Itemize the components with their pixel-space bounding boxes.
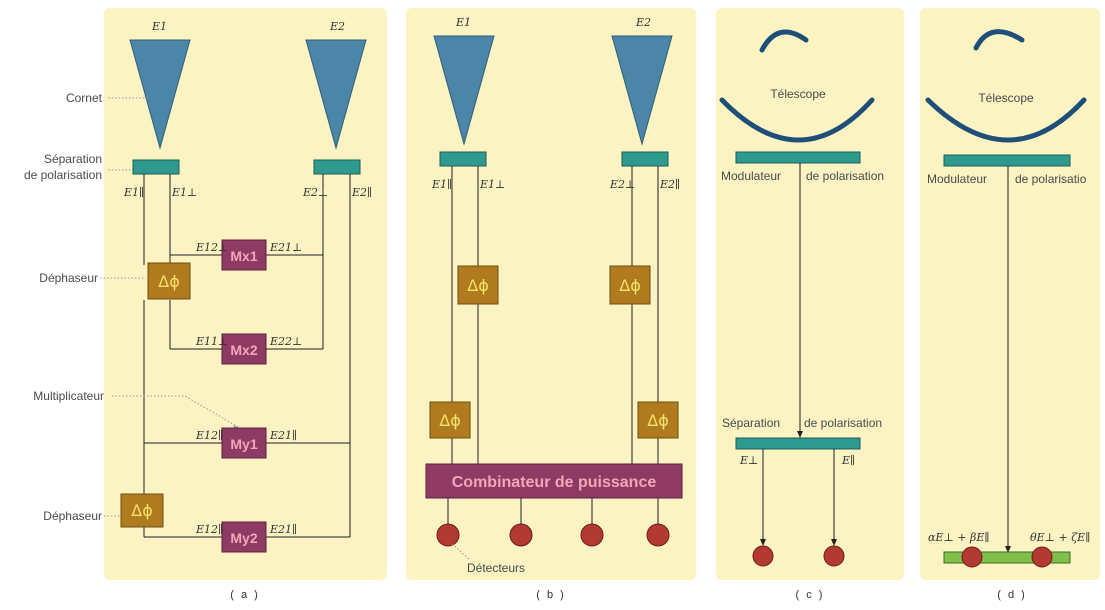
multiplier-mx1 [221, 239, 267, 271]
detector-b4 [646, 523, 670, 547]
sig-e21-par-a: E21∥ [269, 429, 297, 442]
sig-e12-par-a: E12∥ [195, 429, 223, 442]
d-telescope-label: Télescope [978, 91, 1034, 105]
e1-label: E1 [151, 20, 167, 33]
phase-shifter-a1 [147, 262, 191, 300]
c-modulateur-label: Modulateur [721, 169, 781, 183]
panel-b: E1 E2 Δϕ Δϕ Δϕ Δϕ Combinateur de puissan… [406, 8, 696, 601]
multiplier-my1 [221, 427, 267, 459]
sig-e21-par-b: E21∥ [269, 523, 297, 536]
polarization-splitter-2 [313, 159, 361, 175]
power-combiner-label: Combinateur de puissance [452, 474, 657, 491]
phase-shifter-a2 [120, 493, 164, 528]
b-phase-shifter-3 [429, 401, 471, 439]
sig-e1-par: E1∥ [123, 186, 144, 199]
b-phase-shifter-2 [609, 265, 651, 305]
b-phase-shifter-4 [637, 401, 679, 439]
c-separation-label: Séparation [722, 416, 780, 430]
sig-e2-perp: E2⊥ [302, 186, 328, 199]
c-detector-1 [752, 545, 774, 567]
b-polarization-splitter-2 [621, 151, 669, 167]
d-output-left: αE⊥ + βE∥ [928, 531, 989, 544]
b-polarization-splitter-1 [439, 151, 487, 167]
horn-e1 [129, 39, 191, 150]
c-secondary-mirror-icon [759, 29, 809, 53]
label-cornet: Cornet [66, 91, 103, 105]
panel-c: Télescope Modulateur de polarisation Sép… [716, 8, 904, 601]
d-primary-mirror-icon [925, 97, 1087, 143]
b-phase-shifter-4-label: Δϕ [647, 411, 669, 430]
panel-c-background [716, 8, 904, 580]
phase-shifter-a2-label: Δϕ [131, 501, 153, 520]
panel-a-caption: ( a ) [230, 589, 260, 601]
c-de-polarisation2-label: de polarisation [804, 416, 882, 430]
d-de-polarisation-label: de polarisatio [1015, 172, 1087, 186]
b-phase-shifter-3-label: Δϕ [439, 411, 461, 430]
b-e2-label: E2 [635, 16, 651, 29]
c-primary-mirror-icon [719, 97, 875, 143]
detector-b3 [580, 523, 604, 547]
sig-e21-perp: E21⊥ [269, 241, 302, 254]
sig-e12-par-b: E12∥ [195, 523, 223, 536]
mx1-label: Mx1 [230, 248, 257, 264]
d-detector-1 [961, 546, 983, 568]
d-output-right: θE⊥ + ζE∥ [1030, 531, 1090, 544]
sig-e11-perp: E11⊥ [195, 335, 228, 348]
c-de-polarisation-label: de polarisation [806, 169, 884, 183]
detector-b1 [436, 523, 460, 547]
b-sig-e2-par: E2∥ [659, 178, 680, 191]
panel-d: Télescope Modulateur de polarisatio αE⊥ … [920, 8, 1100, 601]
panel-a-background [104, 8, 387, 580]
b-sig-e1-perp: E1⊥ [479, 178, 505, 191]
sig-e22-perp: E22⊥ [269, 335, 302, 348]
c-telescope-label: Télescope [770, 87, 826, 101]
c-detector-2 [823, 545, 845, 567]
my1-label: My1 [230, 436, 257, 452]
panel-a-side-labels: Cornet Séparation de polarisation Déphas… [24, 91, 104, 523]
panel-d-caption: ( d ) [997, 589, 1027, 601]
label-multiplicateur: Multiplicateur [33, 389, 104, 403]
panel-a: E1 E2 Mx1 Mx2 [100, 8, 387, 601]
b-sig-e1-par: E1∥ [431, 178, 452, 191]
mx2-label: Mx2 [230, 342, 257, 358]
detector-b2 [509, 523, 533, 547]
label-separation-line2: de polarisation [24, 168, 102, 182]
horn-b-e2 [611, 35, 673, 146]
horn-e2 [305, 39, 367, 150]
panel-b-caption: ( b ) [536, 589, 566, 601]
multiplier-mx2 [221, 333, 267, 365]
sig-e12-perp: E12⊥ [195, 241, 228, 254]
d-secondary-mirror-icon [973, 29, 1025, 51]
c-modulator [735, 151, 861, 164]
label-detecteurs: Détecteurs [467, 561, 525, 575]
b-phase-shifter-2-label: Δϕ [619, 276, 641, 295]
power-combiner [425, 463, 683, 499]
panel-d-background [920, 8, 1100, 580]
b-phase-shifter-1-label: Δϕ [467, 276, 489, 295]
label-dephaseur-2: Déphaseur [43, 509, 102, 523]
label-separation-line1: Séparation [44, 152, 102, 166]
d-modulator [943, 154, 1071, 167]
b-sig-e2-perp: E2⊥ [609, 178, 635, 191]
sig-e2-par: E2∥ [351, 186, 372, 199]
d-modulateur-label: Modulateur [927, 172, 987, 186]
multiplier-my2 [221, 521, 267, 553]
c-polarization-splitter [735, 437, 861, 450]
label-dephaseur-1: Déphaseur [39, 271, 98, 285]
d-detector-2 [1031, 546, 1053, 568]
d-output-bar [943, 551, 1071, 564]
c-e-perp-label: E⊥ [739, 454, 758, 467]
polarization-splitter-1 [132, 159, 180, 175]
horn-b-e1 [433, 35, 495, 146]
panel-c-caption: ( c ) [796, 589, 825, 601]
e2-label: E2 [329, 20, 345, 33]
phase-shifter-a1-label: Δϕ [158, 272, 180, 291]
b-phase-shifter-1 [457, 265, 499, 305]
b-e1-label: E1 [455, 16, 471, 29]
sig-e1-perp: E1⊥ [171, 186, 197, 199]
my2-label: My2 [230, 530, 257, 546]
c-e-par-label: E∥ [841, 454, 855, 467]
